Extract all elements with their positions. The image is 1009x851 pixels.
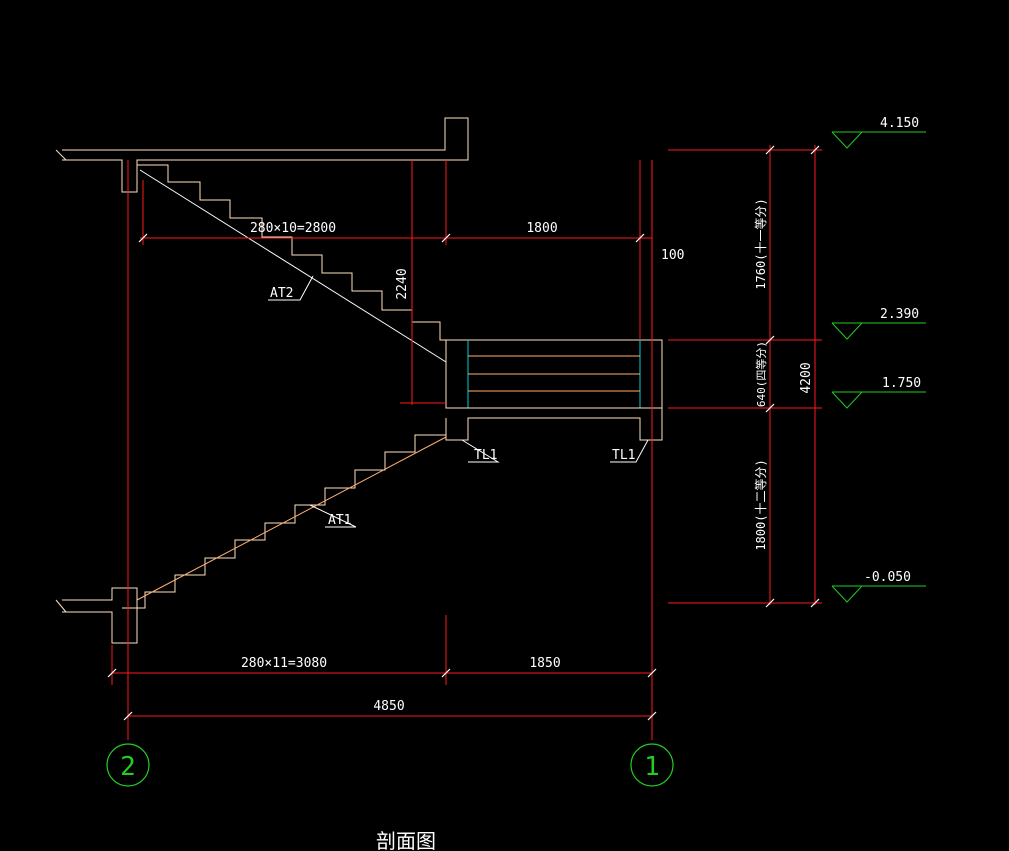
tick [441, 233, 451, 243]
leader-tl1-left [461, 439, 500, 463]
level-text-1750: 1.750 [882, 376, 921, 391]
tick [810, 598, 820, 608]
dimension-texts: 280×10=2800 1800 100 280×11=3080 1850 48… [241, 116, 921, 714]
dim-text-upper-flight: 1760(十一等分) [754, 198, 768, 289]
dim-text-upper-landing: 1800 [526, 221, 557, 236]
lower-stair-steps [122, 418, 447, 609]
tick [810, 145, 820, 155]
label-leaders [268, 275, 649, 528]
tick [765, 145, 775, 155]
tick [441, 668, 451, 678]
upper-slab [62, 117, 469, 193]
tick [635, 233, 645, 243]
dim-text-lower-flight: 1800(十二等分) [754, 459, 768, 550]
label-at1: AT1 [328, 513, 351, 528]
label-at2: AT2 [270, 286, 293, 301]
upper-stair-soffit [139, 169, 447, 363]
upper-slab-break [55, 149, 67, 161]
level-text-2390: 2.390 [880, 307, 919, 322]
dim-text-upper-run: 280×10=2800 [250, 221, 336, 236]
dim-text-offset: 100 [661, 248, 684, 263]
level-text-4150: 4.150 [880, 116, 919, 131]
leader-tl1-right [610, 439, 649, 463]
lower-landing-slab [445, 407, 663, 441]
label-tl1-right: TL1 [612, 448, 635, 463]
tick [123, 711, 133, 721]
dim-text-total-height: 4200 [799, 362, 814, 393]
leader-at2 [268, 275, 314, 301]
label-tl1-left: TL1 [474, 448, 497, 463]
dim-text-total: 4850 [373, 699, 404, 714]
grid-label-2: 2 [120, 752, 136, 782]
drawing-title: 剖面图 [376, 829, 436, 851]
dimension-ticks [107, 145, 820, 721]
lower-slab [62, 587, 138, 644]
level-text-0050: -0.050 [864, 570, 911, 585]
dim-text-beam-depth: 2240 [395, 268, 410, 299]
tick [765, 335, 775, 345]
dim-text-landing-gap: 640(四等分) [754, 341, 768, 407]
level-marker-2390 [831, 322, 926, 340]
dim-text-lower-landing: 1850 [529, 656, 560, 671]
structure-lines [55, 117, 663, 644]
level-markers [831, 131, 926, 603]
grid-bubble-1 [630, 743, 674, 787]
level-marker-0050 [831, 585, 926, 603]
dimension-lines [111, 145, 822, 740]
tick [647, 668, 657, 678]
level-marker-1750 [831, 391, 926, 409]
lower-slab-break [55, 599, 67, 613]
tick [765, 598, 775, 608]
tick [647, 711, 657, 721]
tick [107, 668, 117, 678]
grid-bubbles: 2 1 [106, 743, 674, 787]
grid-bubble-2 [106, 743, 150, 787]
leader-at1 [309, 504, 357, 528]
level-marker-4150 [831, 131, 926, 149]
grid-label-1: 1 [644, 752, 660, 782]
dim-text-lower-run: 280×11=3080 [241, 656, 327, 671]
tick [765, 403, 775, 413]
tick [138, 233, 148, 243]
lower-stair-soffit [136, 436, 447, 601]
